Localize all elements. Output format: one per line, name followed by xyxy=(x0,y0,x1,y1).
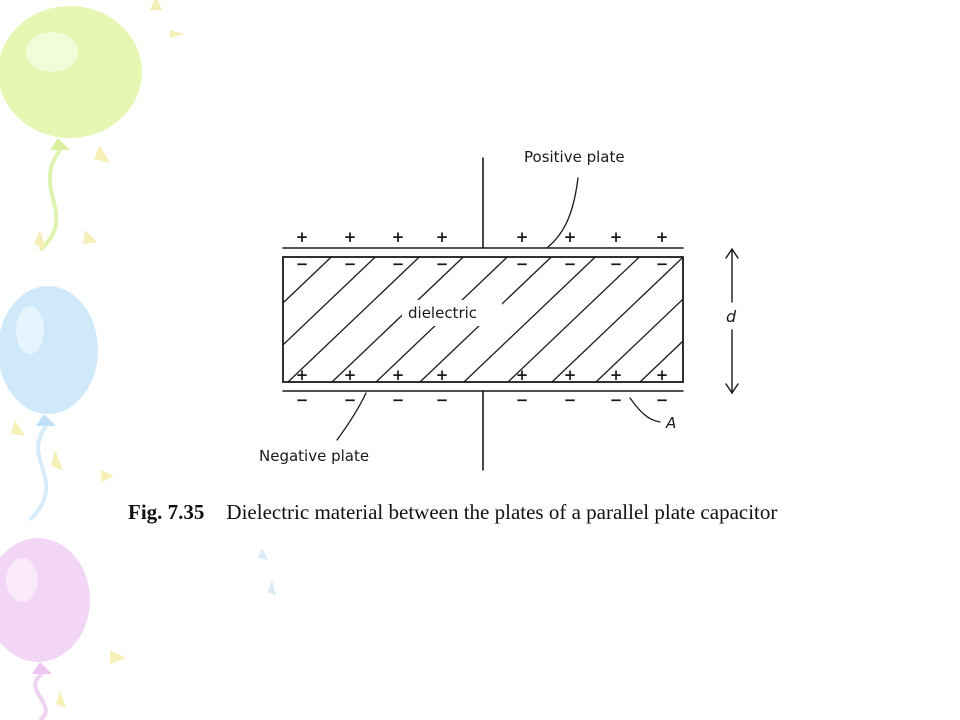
positive-charge-sign: + xyxy=(564,228,577,246)
positive-charge-sign: + xyxy=(564,366,577,384)
positive-charge-sign: + xyxy=(656,228,669,246)
figure-caption: Fig. 7.35 Dielectric material between the… xyxy=(128,500,777,525)
balloon-pink-icon xyxy=(0,538,90,720)
charge-signs: + + + + + + + + − − − − − − − − + + + + + + + + − − − − − − − − xyxy=(296,228,669,409)
positive-charge-sign: + xyxy=(656,366,669,384)
dielectric-hatching xyxy=(283,257,859,382)
dielectric-slab xyxy=(282,256,684,383)
negative-charge-sign: − xyxy=(344,255,357,273)
negative-plate-leader xyxy=(336,392,367,441)
negative-charge-sign: − xyxy=(392,391,405,409)
negative-charge-sign: − xyxy=(296,255,309,273)
hatch-line xyxy=(283,257,376,346)
negative-charge-sign: − xyxy=(516,391,529,409)
positive-charge-sign: + xyxy=(516,228,529,246)
hatch-line xyxy=(684,257,815,382)
negative-charge-sign: − xyxy=(656,255,669,273)
positive-charge-sign: + xyxy=(516,366,529,384)
positive-plate-leader xyxy=(547,177,579,248)
balloon-blue-icon xyxy=(0,286,98,522)
figure-number: Fig. 7.35 xyxy=(128,500,205,524)
negative-charge-sign: − xyxy=(610,391,623,409)
negative-charge-sign: − xyxy=(392,255,405,273)
positive-charge-sign: + xyxy=(436,228,449,246)
negative-charge-sign: − xyxy=(436,255,449,273)
hatch-line xyxy=(283,257,332,304)
dielectric-label: dielectric xyxy=(408,304,477,322)
positive-charge-sign: + xyxy=(296,228,309,246)
negative-charge-sign: − xyxy=(296,391,309,409)
negative-charge-sign: − xyxy=(564,391,577,409)
negative-charge-sign: − xyxy=(564,255,577,273)
negative-charge-sign: − xyxy=(436,391,449,409)
sparkles-icon xyxy=(11,0,276,708)
hatch-line xyxy=(331,257,464,382)
area-leader xyxy=(629,397,661,423)
positive-charge-sign: + xyxy=(610,228,623,246)
negative-plate-label: Negative plate xyxy=(259,447,369,465)
positive-charge-sign: + xyxy=(392,228,405,246)
positive-plate-label: Positive plate xyxy=(524,148,625,166)
hatch-line xyxy=(551,257,683,382)
positive-charge-sign: + xyxy=(610,366,623,384)
arrowhead-down-icon xyxy=(725,383,739,395)
hatch-line xyxy=(287,257,420,382)
negative-charge-sign: − xyxy=(516,255,529,273)
balloon-green-icon xyxy=(0,6,142,252)
hatch-line xyxy=(595,298,683,382)
hatch-line xyxy=(463,257,596,382)
arrowhead-up-icon xyxy=(725,247,739,259)
hatch-line xyxy=(728,257,859,382)
positive-charge-sign: + xyxy=(436,366,449,384)
positive-charge-sign: + xyxy=(344,366,357,384)
distance-label: d xyxy=(726,307,737,326)
hatch-line xyxy=(639,340,683,382)
dielectric-label-background xyxy=(402,300,502,326)
negative-charge-sign: − xyxy=(656,391,669,409)
positive-charge-sign: + xyxy=(296,366,309,384)
positive-charge-sign: + xyxy=(344,228,357,246)
negative-charge-sign: − xyxy=(610,255,623,273)
caption-text: Dielectric material between the plates o… xyxy=(226,500,778,524)
hatch-line xyxy=(507,257,640,382)
positive-charge-sign: + xyxy=(392,366,405,384)
negative-charge-sign: − xyxy=(344,391,357,409)
area-label: A xyxy=(665,414,676,432)
